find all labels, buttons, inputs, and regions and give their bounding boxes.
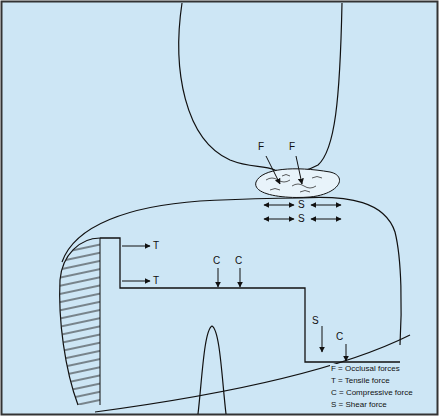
legend-entry: F = Occlusal forces (330, 364, 401, 374)
force-letter: S (298, 214, 305, 224)
tensile-arrow (122, 246, 150, 247)
cervical-contour (95, 335, 410, 412)
shear-arrow (264, 219, 294, 220)
shear-arrow (311, 205, 341, 206)
compressive-arrow (218, 268, 219, 287)
upper-tooth (179, 3, 342, 172)
shear-arrow (311, 219, 341, 220)
pulp-horn (198, 326, 226, 414)
compressive-arrow (346, 344, 347, 361)
force-letter: T (153, 276, 159, 286)
force-arrow (266, 156, 280, 184)
hatch-border (100, 238, 101, 405)
legend-entry: C = Compressive force (330, 388, 414, 398)
force-letter: S (312, 316, 319, 326)
hatched-region (55, 236, 105, 408)
preparation-outline (100, 238, 400, 362)
force-letter: S (298, 200, 305, 210)
compressive-arrow (240, 268, 241, 287)
food-bolus (256, 169, 340, 198)
tensile-arrow (122, 281, 150, 282)
force-letter: F (289, 142, 295, 152)
force-letter: F (258, 142, 264, 152)
force-letter: T (153, 241, 159, 251)
legend-entry: T = Tensile force (330, 376, 391, 386)
force-letter: C (336, 332, 343, 342)
force-arrow (296, 156, 302, 184)
force-letter: C (235, 256, 242, 266)
shear-arrow (264, 205, 294, 206)
lower-tooth-crown (62, 197, 401, 345)
legend-entry: S = Shear force (330, 400, 388, 410)
bolus-texture (266, 175, 322, 193)
force-letter: C (213, 256, 220, 266)
shear-arrow (322, 326, 323, 352)
